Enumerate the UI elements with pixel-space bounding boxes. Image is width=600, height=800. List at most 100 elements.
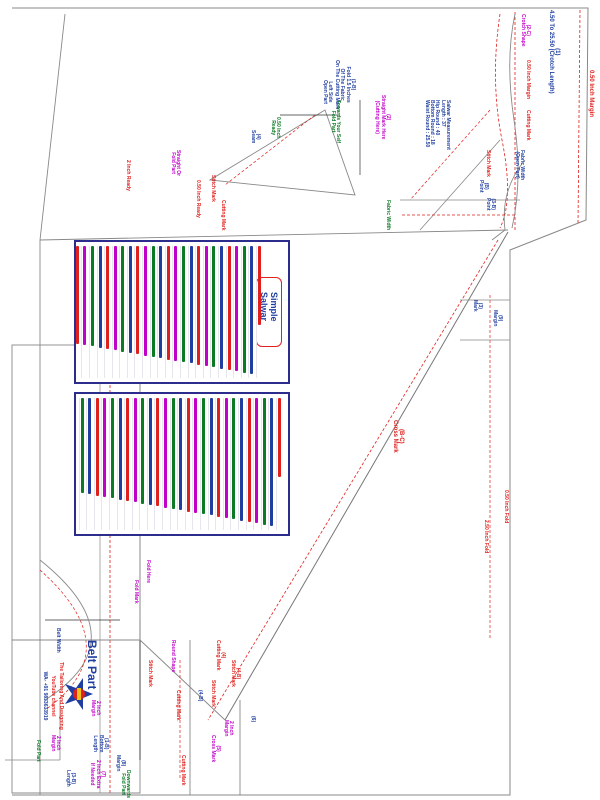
margin-3-label: (8) Margin <box>114 755 126 772</box>
cutting-mark-4-label: Cutting Mark <box>180 755 186 786</box>
instruction-row-bar <box>179 398 183 511</box>
instruction-row <box>131 398 138 530</box>
instruction-row <box>139 398 146 530</box>
diagonal-stitch-line <box>207 239 499 721</box>
instruction-row-bar <box>240 398 244 521</box>
instruction-row <box>169 398 176 530</box>
instruction-row <box>86 398 93 530</box>
straight-fold-label: Straight Or Fold Part <box>169 150 181 177</box>
instruction-row <box>238 398 245 530</box>
instruction-row <box>268 398 275 530</box>
instruction-row <box>108 398 115 530</box>
stitch-mark-4-label: Stitch Mark <box>210 680 216 707</box>
instruction-row-bar <box>121 246 125 352</box>
instruction-row-bar <box>80 398 84 494</box>
instruction-row <box>116 398 123 530</box>
instruction-row-bar <box>113 246 117 351</box>
instruction-row-bar <box>270 398 274 527</box>
instruction-row-bar <box>182 246 186 363</box>
instruction-row-bar <box>133 398 137 503</box>
instruction-row <box>245 398 252 530</box>
logo-icon <box>65 678 93 710</box>
instruction-row <box>74 246 80 378</box>
round-shape-label: Round Shape <box>170 640 176 673</box>
instruction-row <box>184 398 191 530</box>
instruction-row-bar <box>151 246 155 357</box>
instruction-row <box>215 398 222 530</box>
belt-round-curve <box>39 559 92 701</box>
instruction-row-bar <box>95 398 99 496</box>
stitch-mark-2-label: Stitch Mark <box>210 175 216 202</box>
instruction-row <box>142 246 149 378</box>
kali-seam-label: (4) Seam <box>249 130 261 144</box>
fold-margin-2-label: 2.50 Inch Fold <box>483 520 489 554</box>
logo-line2: YouTube channel <box>50 675 56 717</box>
instruction-row-bar <box>164 398 168 508</box>
instruction-row <box>253 398 260 530</box>
instruction-row <box>146 398 153 530</box>
instruction-row-bar <box>197 246 201 365</box>
crotch-shape-curve <box>491 159 526 241</box>
instruction-row-bar <box>98 246 102 348</box>
stitch-mark-label: Stitch Mark <box>485 150 491 177</box>
instruction-row <box>248 246 255 378</box>
instruction-row <box>126 246 133 378</box>
fabric-width-label: Fabric Width (Open Part) <box>513 150 525 181</box>
instruction-row <box>154 398 161 530</box>
instruction-row <box>210 246 217 378</box>
extra-label: (7) 2 Inch Extra If Needed <box>89 760 107 789</box>
instruction-row <box>104 246 111 378</box>
instruction-row-bar <box>235 246 239 372</box>
kali-dash <box>224 114 316 186</box>
instruction-row-bar <box>224 398 228 519</box>
fold-margin-label: 0.50 Inch Fold <box>503 490 509 524</box>
instruction-row <box>101 398 108 530</box>
instruction-row <box>260 398 267 530</box>
crotch-curve-dash <box>495 13 508 229</box>
logo-line1: The Tailoring And Designing <box>58 662 64 730</box>
instruction-row-bar <box>258 246 261 326</box>
instruction-row <box>200 398 207 530</box>
stitch-4-label: (4-B) Stitch Mark <box>229 660 241 687</box>
instruction-row-bar <box>166 246 170 360</box>
instruction-row-bar <box>74 398 76 492</box>
diagonal-cut-line <box>224 231 509 721</box>
channel-logo: The Tailoring And Designing YouTube chan… <box>35 640 95 750</box>
instruction-row-bar <box>247 398 251 523</box>
instruction-row <box>180 246 187 378</box>
instruction-row-bar <box>202 398 206 515</box>
instruction-row-bar <box>217 398 221 517</box>
belt-round-curve-dash <box>39 569 87 711</box>
instruction-row-bar <box>174 246 178 361</box>
instruction-row-bar <box>75 246 79 344</box>
instruction-row <box>192 398 199 530</box>
instruction-row <box>187 246 194 378</box>
instruction-row <box>96 246 103 378</box>
instruction-row <box>256 246 262 378</box>
instruction-row <box>111 246 118 378</box>
instruction-row-bar <box>278 398 281 478</box>
instruction-row-bar <box>171 398 175 509</box>
logo-line3: WA- +91 9833633919 <box>42 671 48 721</box>
half-inch-ready-label: 0.50 Inch Ready <box>195 180 201 218</box>
instruction-row-bar <box>90 246 94 347</box>
instruction-row <box>81 246 88 378</box>
half-point-label: (3-B) Point <box>484 198 496 211</box>
side-point-label: (B) Point <box>477 180 489 193</box>
instruction-row <box>230 398 237 530</box>
margin-inch-label: 2 Inch Margin <box>222 720 234 737</box>
instruction-rows-top <box>74 246 262 378</box>
instruction-row <box>157 246 164 378</box>
instruction-row-bar <box>232 398 236 520</box>
instruction-row-bar <box>88 398 92 495</box>
kali-triangle <box>208 109 356 196</box>
cut-4-label: (4) Cutting Mark <box>214 640 226 671</box>
instruction-row <box>233 246 240 378</box>
instruction-row <box>78 398 85 530</box>
instruction-row-bar <box>110 398 114 499</box>
fabric-width-2-label: Fabric Width <box>385 200 391 231</box>
instruction-row-bar <box>186 398 190 512</box>
salwar-outline-2 <box>39 229 509 241</box>
